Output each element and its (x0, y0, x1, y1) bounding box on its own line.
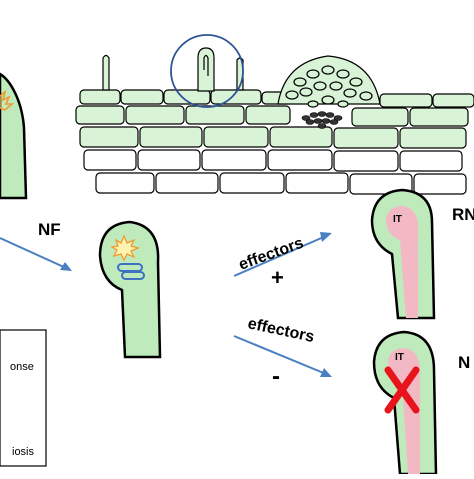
effectors-plus-arrow (233, 232, 332, 277)
highlight-circle (170, 34, 244, 108)
responding-root-hair (98, 220, 162, 359)
legend-item-1: onse (10, 361, 34, 373)
left-burst-icon (0, 89, 15, 111)
effectors-minus-label: effectors (246, 315, 316, 346)
reject-cross-icon (384, 366, 420, 414)
it-label-bottom: IT (395, 352, 404, 363)
infected-root-hair-top: IT (370, 188, 436, 320)
root-tissue-section (75, 34, 474, 195)
effectors-minus-arrow (233, 335, 332, 377)
nucleus-icon (117, 263, 145, 280)
n-label: N (458, 353, 470, 372)
it-label-top: IT (393, 214, 402, 225)
nf-arrow (0, 237, 72, 271)
curled-root-hair (197, 47, 215, 92)
straight-root-hair (102, 54, 110, 91)
infected-root-hair-bottom: IT (372, 330, 438, 476)
plus-sign: + (271, 265, 284, 290)
middle-burst-icon (110, 234, 140, 262)
rn-label: RN (452, 205, 474, 224)
left-root-hair (0, 72, 28, 200)
legend-box: onse iosis (0, 329, 47, 467)
nf-label: NF (38, 220, 61, 239)
nodule-primordium (277, 55, 381, 129)
legend-item-2: iosis (12, 446, 35, 458)
minus-sign: - (272, 363, 280, 390)
infection-thread-top (386, 206, 418, 318)
left-root-hair-outline (0, 72, 28, 200)
